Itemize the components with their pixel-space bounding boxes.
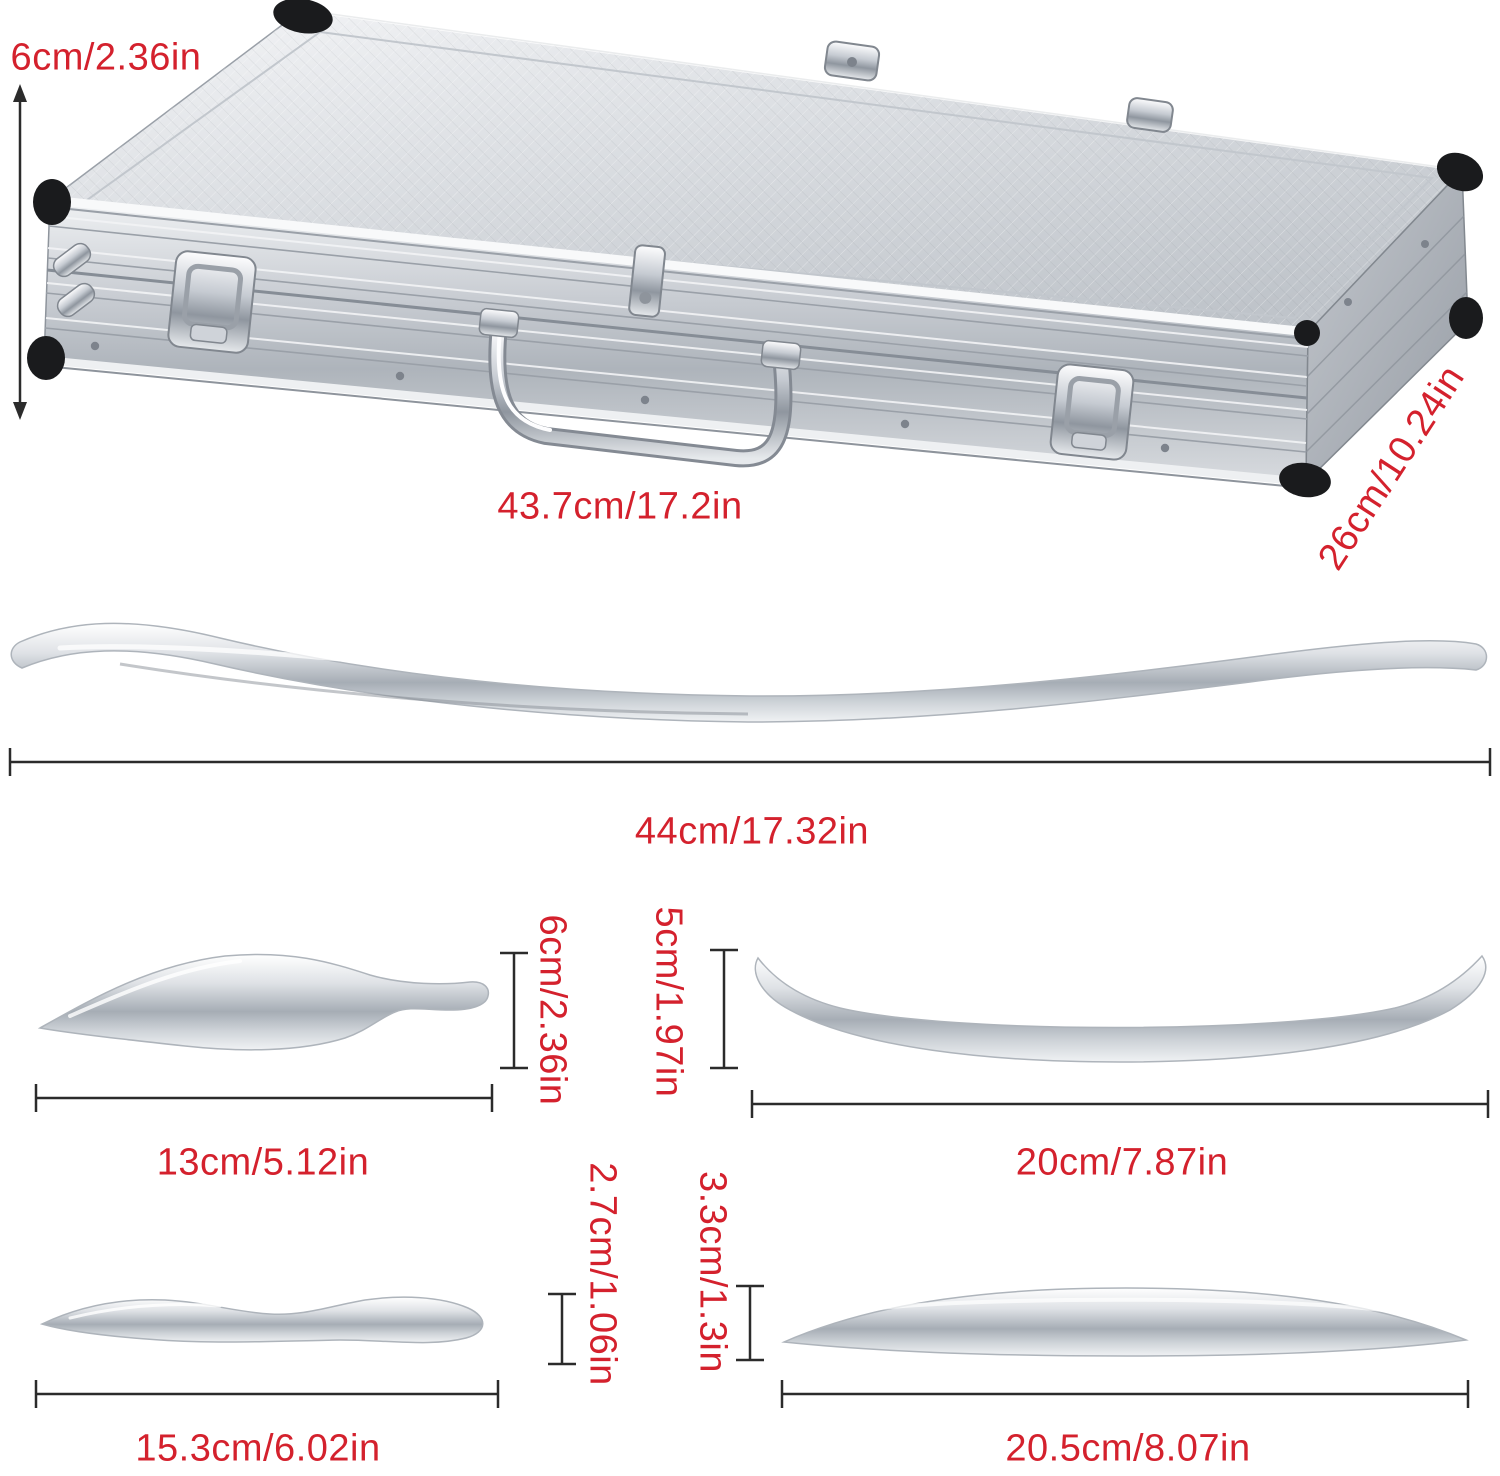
- s-curve-tool-height-dimension-line: [548, 1292, 576, 1366]
- case-back-edge-highlight: [301, 8, 1463, 172]
- s-curve-tool-length-dimension-line: [34, 1380, 500, 1408]
- case-left-hinges: [52, 242, 96, 318]
- small-curved-tool-highlight: [68, 959, 242, 1018]
- case-center-latch: [628, 244, 666, 318]
- case-corner-protectors: [27, 0, 1484, 498]
- case-length-label: 43.7cm/17.2in: [497, 485, 743, 528]
- s-curve-tool-body: [39, 1296, 484, 1344]
- case-right-ridges: [1305, 215, 1468, 453]
- case-height-label: 6cm/2.36in: [10, 36, 202, 79]
- double-end-tool-illustration: [754, 954, 1487, 1063]
- lens-tool-height-label: 3.3cm/1.3in: [691, 1171, 734, 1373]
- case-top-face-texture: [50, 10, 1462, 332]
- long-scraper-tool-illustration: [10, 622, 1488, 723]
- case-hinges: [823, 40, 1174, 133]
- long-scraper-highlight: [57, 644, 703, 693]
- case-height-dimension-line: [13, 84, 27, 420]
- s-curve-tool-illustration: [39, 1296, 484, 1344]
- case-handle: [478, 307, 802, 468]
- lens-tool-length-dimension-line: [780, 1380, 1470, 1408]
- double-end-tool-body: [754, 954, 1487, 1063]
- double-end-tool-length-label: 20cm/7.87in: [1015, 1141, 1229, 1184]
- s-curve-tool-height-label: 2.7cm/1.06in: [581, 1162, 624, 1386]
- small-curved-tool-illustration: [37, 953, 490, 1051]
- small-curved-tool-length-label: 13cm/5.12in: [156, 1141, 370, 1184]
- double-end-tool-height-label: 5cm/1.97in: [647, 906, 690, 1098]
- case-rivets: [90, 240, 1429, 453]
- double-end-tool-height-dimension-line: [710, 948, 738, 1070]
- small-curved-tool-length-dimension-line: [34, 1084, 494, 1112]
- lens-tool-height-dimension-line: [736, 1284, 764, 1362]
- lens-tool-illustration: [781, 1287, 1469, 1357]
- lens-tool-length-label: 20.5cm/8.07in: [1005, 1427, 1251, 1470]
- case-latch-left: [167, 250, 257, 354]
- lens-tool-highlight: [858, 1297, 1402, 1314]
- long-tool-length-dimension-line: [8, 748, 1492, 776]
- s-curve-tool-highlight: [68, 1303, 222, 1320]
- long-scraper-shade: [119, 662, 749, 716]
- aluminum-case-illustration: [27, 0, 1484, 498]
- case-latch-right: [1049, 363, 1135, 461]
- long-scraper-body: [10, 622, 1488, 723]
- small-curved-tool-height-dimension-line: [500, 951, 528, 1070]
- case-lid-inset-line: [73, 30, 1435, 320]
- case-frame-rails: [43, 195, 1309, 489]
- small-curved-tool-body: [37, 953, 490, 1051]
- s-curve-tool-length-label: 15.3cm/6.02in: [135, 1427, 381, 1470]
- double-end-tool-highlight: [798, 983, 1302, 1016]
- double-end-tool-length-dimension-line: [750, 1090, 1490, 1118]
- long-tool-length-label: 44cm/17.32in: [634, 810, 870, 853]
- small-curved-tool-height-label: 6cm/2.36in: [531, 914, 574, 1106]
